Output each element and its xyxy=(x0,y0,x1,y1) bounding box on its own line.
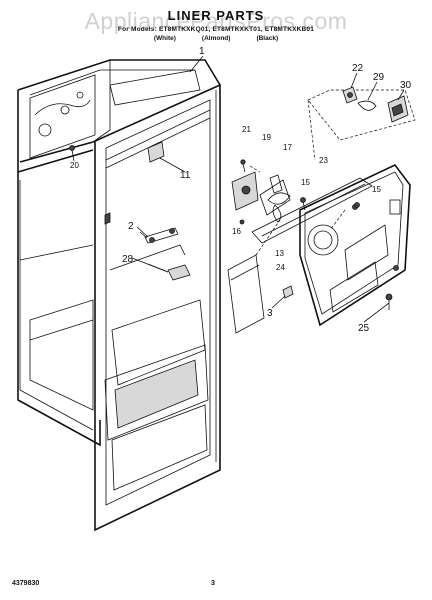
hardware-screws xyxy=(282,197,393,310)
callout-13: 13 xyxy=(275,249,284,258)
callout-29: 29 xyxy=(373,72,385,83)
color-variants: (White) (Almond) (Black) xyxy=(0,35,432,42)
variant-black: (Black) xyxy=(256,35,279,42)
variant-almond: (Almond) xyxy=(201,35,231,42)
callout-labels: 1 2 3 11 13 15 15 16 17 19 20 21 22 23 2… xyxy=(70,46,412,334)
callout-1: 1 xyxy=(199,46,205,57)
page-number: 3 xyxy=(211,580,215,587)
callout-24: 24 xyxy=(276,263,285,272)
callout-21: 21 xyxy=(242,125,251,134)
model-list: For Models: ET8MTKXKQ01, ET8MTKXKT01, ET… xyxy=(117,26,315,33)
callout-15b: 15 xyxy=(372,185,381,194)
callout-15a: 15 xyxy=(301,178,310,187)
fan-motor-assembly xyxy=(231,159,291,225)
callout-11: 11 xyxy=(180,170,191,181)
callout-23: 23 xyxy=(319,156,328,165)
callout-19: 19 xyxy=(262,133,271,142)
callout-2: 2 xyxy=(128,221,134,232)
page-title: LINER PARTS xyxy=(167,8,265,23)
callout-17: 17 xyxy=(283,143,292,152)
callout-20: 20 xyxy=(70,161,79,170)
callout-25: 25 xyxy=(358,323,370,334)
document-number: 4379830 xyxy=(12,580,40,587)
variant-white: (White) xyxy=(153,35,176,42)
control-parts-group xyxy=(307,86,416,161)
callout-22: 22 xyxy=(352,63,364,74)
callout-3: 3 xyxy=(267,308,273,319)
evaporator-cover xyxy=(251,163,411,327)
callout-30: 30 xyxy=(400,80,412,91)
liner-assembly xyxy=(17,59,221,532)
callout-16: 16 xyxy=(232,227,241,236)
leader-lines xyxy=(71,55,405,323)
callout-28: 28 xyxy=(122,254,134,265)
part-13-panel xyxy=(227,219,281,334)
part-2-bracket xyxy=(139,227,179,244)
